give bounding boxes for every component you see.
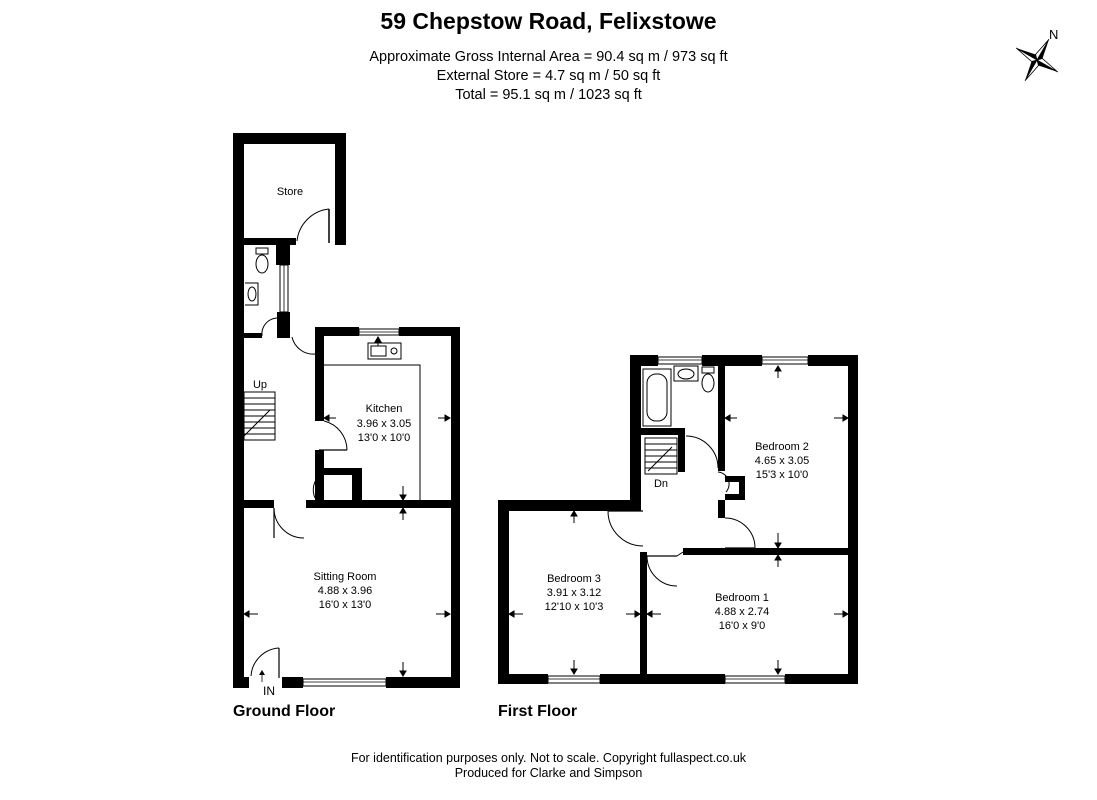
bedroom-2-imperial: 15'3 x 10'0 [756,469,809,481]
ground-floor-label: Ground Floor [233,703,336,720]
bedroom-1-name: Bedroom 1 [715,592,769,604]
corridor-walls [233,238,460,688]
first-floor-stairs [644,437,678,475]
bedroom-3-metric: 3.91 x 3.12 [547,587,601,599]
store-label: Store [277,186,303,198]
bedroom-3-imperial: 12'10 x 10'3 [545,601,604,613]
first-floor-plan: Dn Bedroom 2 4.65 x 3.05 15'3 x 10'0 Bed… [498,355,858,684]
first-floor-windows [547,356,809,684]
wc-door [261,317,278,337]
sitting-room-metric: 4.88 x 3.96 [318,585,372,597]
compass-rose-icon: N [1015,27,1058,82]
gross-area-text: Approximate Gross Internal Area = 90.4 s… [369,49,728,65]
ground-stairs [243,391,276,441]
bath-icon [642,368,672,427]
kitchen-dimension-ticks [323,336,451,501]
first-floor-walls [498,355,858,684]
store-area-text: External Store = 4.7 sq m / 50 sq ft [436,68,661,84]
sitting-room-dimension-ticks [243,507,451,677]
total-area-text: Total = 95.1 sq m / 1023 sq ft [455,87,642,103]
kitchen-metric: 3.96 x 3.05 [357,418,411,430]
sitting-room-imperial: 16'0 x 13'0 [319,599,372,611]
property-title: 59 Chepstow Road, Felixstowe [380,8,717,34]
store-walls [233,133,346,245]
first-floor-doors [607,435,756,587]
sitting-room-walls [233,500,460,688]
bedroom-2-name: Bedroom 2 [755,441,809,453]
footer-disclaimer: For identification purposes only. Not to… [350,751,747,765]
wc-toilet-icon [255,247,269,274]
sitting-room-name: Sitting Room [314,571,377,583]
kitchen-name: Kitchen [366,403,403,415]
wc-basin-icon [245,282,259,306]
first-floor-dimension-ticks [508,365,849,675]
ground-floor-plan: Store Up Kitchen 3.96 x 3.05 13'0 x 10'0… [233,133,460,698]
bedroom-2-metric: 4.65 x 3.05 [755,455,809,467]
footer-produced-for: Produced for Clarke and Simpson [454,766,643,780]
first-down-label: Dn [654,478,668,490]
compass-north-label: N [1049,27,1058,42]
first-floor-label: First Floor [498,703,578,720]
bedroom-1-metric: 4.88 x 2.74 [715,606,769,618]
bedroom-1-imperial: 16'0 x 9'0 [719,620,765,632]
bedroom-3-name: Bedroom 3 [547,573,601,585]
bathroom-toilet-icon [701,366,715,393]
kitchen-imperial: 13'0 x 10'0 [358,432,411,444]
store-door [296,208,330,243]
entrance-door [250,647,280,682]
ground-up-label: Up [253,379,267,391]
entrance-label: IN [263,684,275,698]
bathroom-basin-icon [673,365,699,382]
